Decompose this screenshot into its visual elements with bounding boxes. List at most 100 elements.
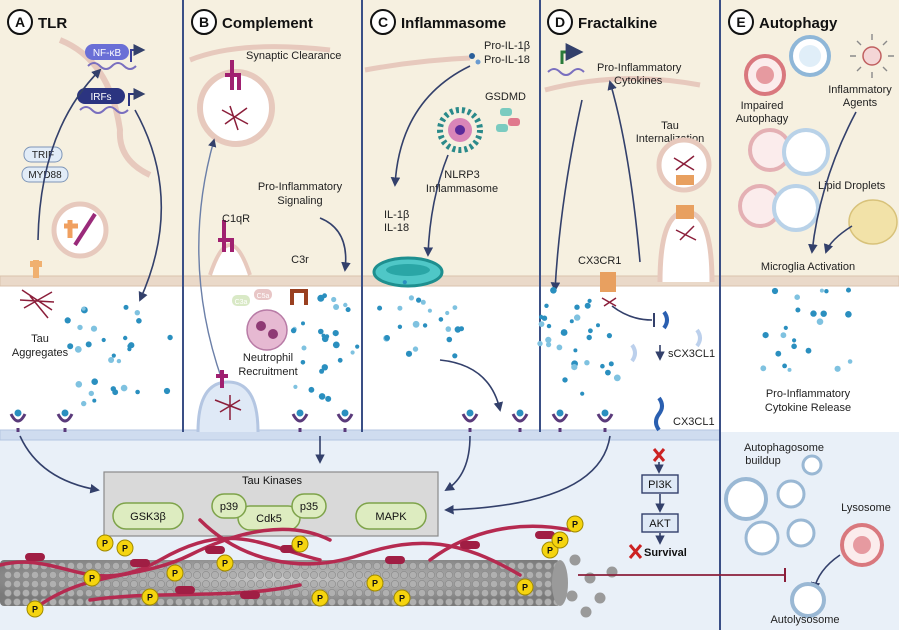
cytokine-dot xyxy=(301,321,305,326)
tubulin-subunit xyxy=(427,580,435,588)
tubulin-subunit xyxy=(508,580,516,588)
bound-ligand xyxy=(341,409,349,417)
tubulin-subunit xyxy=(436,598,444,606)
tubulin-subunit xyxy=(337,580,345,588)
lipid-droplet xyxy=(848,199,898,245)
tubulin-subunit xyxy=(31,580,39,588)
tubulin-subunit xyxy=(319,571,327,579)
tubulin-subunit xyxy=(481,562,489,570)
cytokine-dot xyxy=(318,328,324,335)
tubulin-monomer xyxy=(594,592,606,604)
activation-arrow xyxy=(607,80,641,263)
tubulin-subunit xyxy=(337,598,345,606)
survival-label: Survival xyxy=(644,547,687,559)
tau-segment xyxy=(205,546,225,554)
tau-segment xyxy=(240,591,260,599)
cytokine-dot xyxy=(308,386,315,393)
cytokine-dot xyxy=(422,323,428,328)
tubulin-subunit xyxy=(265,571,273,579)
cytokine-dot xyxy=(584,302,591,309)
tubulin-subunit xyxy=(49,571,57,579)
neuron-receptor xyxy=(56,413,74,432)
cytokine-dot xyxy=(791,343,797,350)
cytokine-dot xyxy=(88,390,95,397)
cytokine-dot xyxy=(135,389,140,395)
bound-ligand xyxy=(296,409,304,417)
tubulin-subunit xyxy=(202,562,210,570)
c3r-label: C3r xyxy=(291,254,309,266)
phospho-label: P xyxy=(572,520,578,530)
p39-label: p39 xyxy=(220,501,238,513)
cytokine-dot xyxy=(596,323,600,328)
cytokine-dot xyxy=(538,321,545,327)
panel-letter: B xyxy=(199,14,209,30)
panel-e-autophagy: Impaired Autophagy Inflammatory Agents L… xyxy=(724,34,898,626)
phospho-label: P xyxy=(172,569,178,579)
phagosome-membrane xyxy=(189,44,331,63)
tubulin-subunit xyxy=(184,562,192,570)
neuron-receptor xyxy=(551,413,569,432)
tubulin-subunit xyxy=(472,571,480,579)
lipid-arrow xyxy=(823,225,853,254)
tubulin-subunit xyxy=(193,580,201,588)
microglia-activation-label: Microglia Activation xyxy=(761,261,855,273)
tubulin-subunit xyxy=(85,589,93,597)
tubulin-subunit xyxy=(499,571,507,579)
inflammatory-agent xyxy=(850,34,894,78)
inhibition-line xyxy=(611,305,653,321)
tubulin-subunit xyxy=(481,598,489,606)
phospho-label: P xyxy=(102,539,108,549)
tubulin-subunit xyxy=(220,580,228,588)
tubulin-subunit xyxy=(202,571,210,579)
trif-label: TRIF xyxy=(32,150,54,161)
neuron-receptor xyxy=(596,413,614,432)
cytokine-dot xyxy=(438,317,444,322)
tubulin-subunit xyxy=(445,580,453,588)
panel-b-header: B Complement xyxy=(191,9,313,35)
inflammatory-agents-label: Inflammatory xyxy=(828,84,892,96)
tubulin-subunit xyxy=(463,562,471,570)
tubulin-subunit xyxy=(4,580,12,588)
tubulin-subunit xyxy=(220,598,228,606)
cytokine-dot xyxy=(74,346,82,353)
gsk3b-label: GSK3β xyxy=(130,511,166,523)
tubulin-subunit xyxy=(319,580,327,588)
cytokine-dot xyxy=(541,315,548,321)
pro-cytokines-label: Cytokines xyxy=(614,75,663,87)
autolysosome xyxy=(790,582,826,618)
tubulin-subunit xyxy=(535,562,543,570)
tubulin-subunit xyxy=(229,571,237,579)
phospho-label: P xyxy=(372,579,378,589)
tubulin-subunit xyxy=(211,571,219,579)
cytokine-dot xyxy=(321,364,328,371)
tubulin-subunit xyxy=(121,562,129,570)
tubulin-subunit xyxy=(436,562,444,570)
extracellular-space-bg xyxy=(0,282,899,432)
cytokine-dot xyxy=(573,348,578,353)
tubulin-subunit xyxy=(202,580,210,588)
tubulin-subunit xyxy=(544,580,552,588)
tubulin-subunit xyxy=(499,598,507,606)
cytokine-dot xyxy=(775,350,782,357)
cytokine-dot xyxy=(332,341,340,349)
cytokine-dot xyxy=(67,343,74,350)
tubulin-subunit xyxy=(247,580,255,588)
tubulin-subunit xyxy=(157,571,165,579)
cytokine-dot xyxy=(795,307,801,313)
cytokine-dot xyxy=(300,360,306,365)
cytokine-dot xyxy=(101,337,106,343)
cytokine-dot xyxy=(606,333,613,339)
tubulin-subunit xyxy=(112,562,120,570)
internalization-pit xyxy=(657,205,715,283)
tubulin-subunit xyxy=(346,562,354,570)
panel-title: TLR xyxy=(38,15,67,32)
tubulin-subunit xyxy=(4,571,12,579)
cdk5-label: Cdk5 xyxy=(256,513,282,525)
cytokine-dot xyxy=(91,378,98,386)
autophagosome-cluster xyxy=(724,454,823,556)
tubulin-subunit xyxy=(31,589,39,597)
tubulin-subunit xyxy=(193,598,201,606)
panel-c-header: C Inflammasome xyxy=(370,9,506,35)
nlrp3-label: Inflammasome xyxy=(426,183,498,195)
